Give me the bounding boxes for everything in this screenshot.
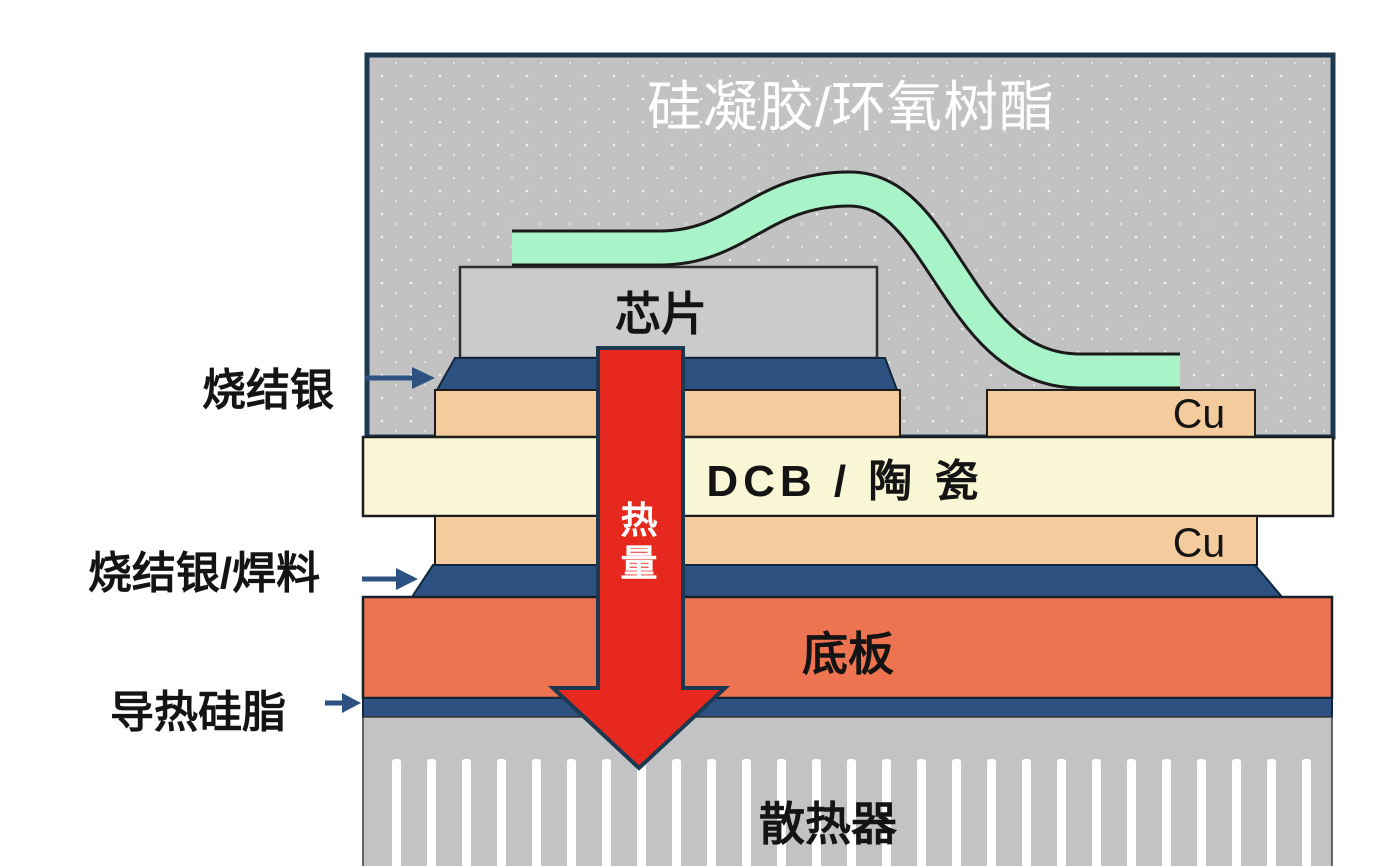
sintered-silver-solder-callout-arrow (362, 568, 418, 590)
callout-sintered-silver-solder: 烧结银/焊料 (87, 549, 321, 598)
chip-label: 芯片 (615, 288, 707, 340)
copper-top-label: Cu (1172, 390, 1226, 437)
copper-bottom (434, 515, 1258, 566)
copper-bottom-label: Cu (1172, 519, 1226, 566)
baseplate-layer (361, 595, 1334, 700)
thermal-grease-callout-arrow (325, 693, 361, 713)
bond-wire (512, 173, 1180, 387)
chip-die (458, 265, 879, 360)
callout-sintered-silver: 烧结银 (202, 366, 334, 415)
heatsink-fins (385, 759, 1315, 866)
thermal-grease-layer (362, 697, 1333, 718)
heat-arrow-label: 热量 (620, 500, 658, 585)
baseplate-label: 底板 (802, 628, 894, 680)
heat-flow-arrow (547, 346, 731, 771)
heatsink-label: 散热器 (759, 798, 897, 850)
callout-thermal-grease: 导热硅脂 (110, 688, 286, 737)
dcb-ceramic-layer (361, 435, 1335, 518)
sintered-silver-solder-layer (410, 564, 1285, 598)
dcb-ceramic-label: DCB / 陶 瓷 (706, 457, 984, 506)
sintered-silver-callout-arrow (365, 367, 435, 389)
mold-title-label: 硅凝胶/环氧树酯 (646, 76, 1056, 138)
